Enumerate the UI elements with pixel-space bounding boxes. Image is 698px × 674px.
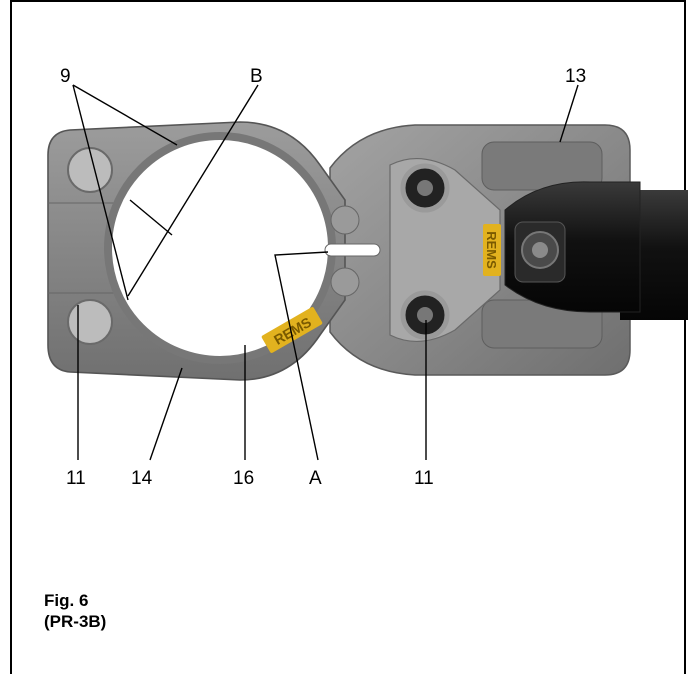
callout-11-left: 11 <box>66 468 86 489</box>
callout-16: 16 <box>233 468 254 489</box>
callout-11-right: 11 <box>414 468 434 489</box>
callout-9: 9 <box>60 66 71 87</box>
brand-mark-jaw: REMS <box>483 224 501 276</box>
svg-text:REMS: REMS <box>484 231 499 269</box>
callout-14: 14 <box>131 468 153 489</box>
figure-caption: Fig. 6 (PR-3B) <box>44 590 106 632</box>
callout-13: 13 <box>565 66 586 87</box>
page-frame <box>10 0 686 674</box>
drive-cylinder <box>504 181 688 320</box>
jaw-pin-bottom <box>400 290 450 340</box>
jaw-pin-top <box>400 163 450 213</box>
callout-A: A <box>309 468 322 489</box>
leader-lines <box>72 84 579 461</box>
callout-B: B <box>250 66 263 87</box>
press-ring <box>47 121 381 381</box>
figure-number: Fig. 6 <box>44 591 89 610</box>
figure-model: (PR-3B) <box>44 612 107 631</box>
